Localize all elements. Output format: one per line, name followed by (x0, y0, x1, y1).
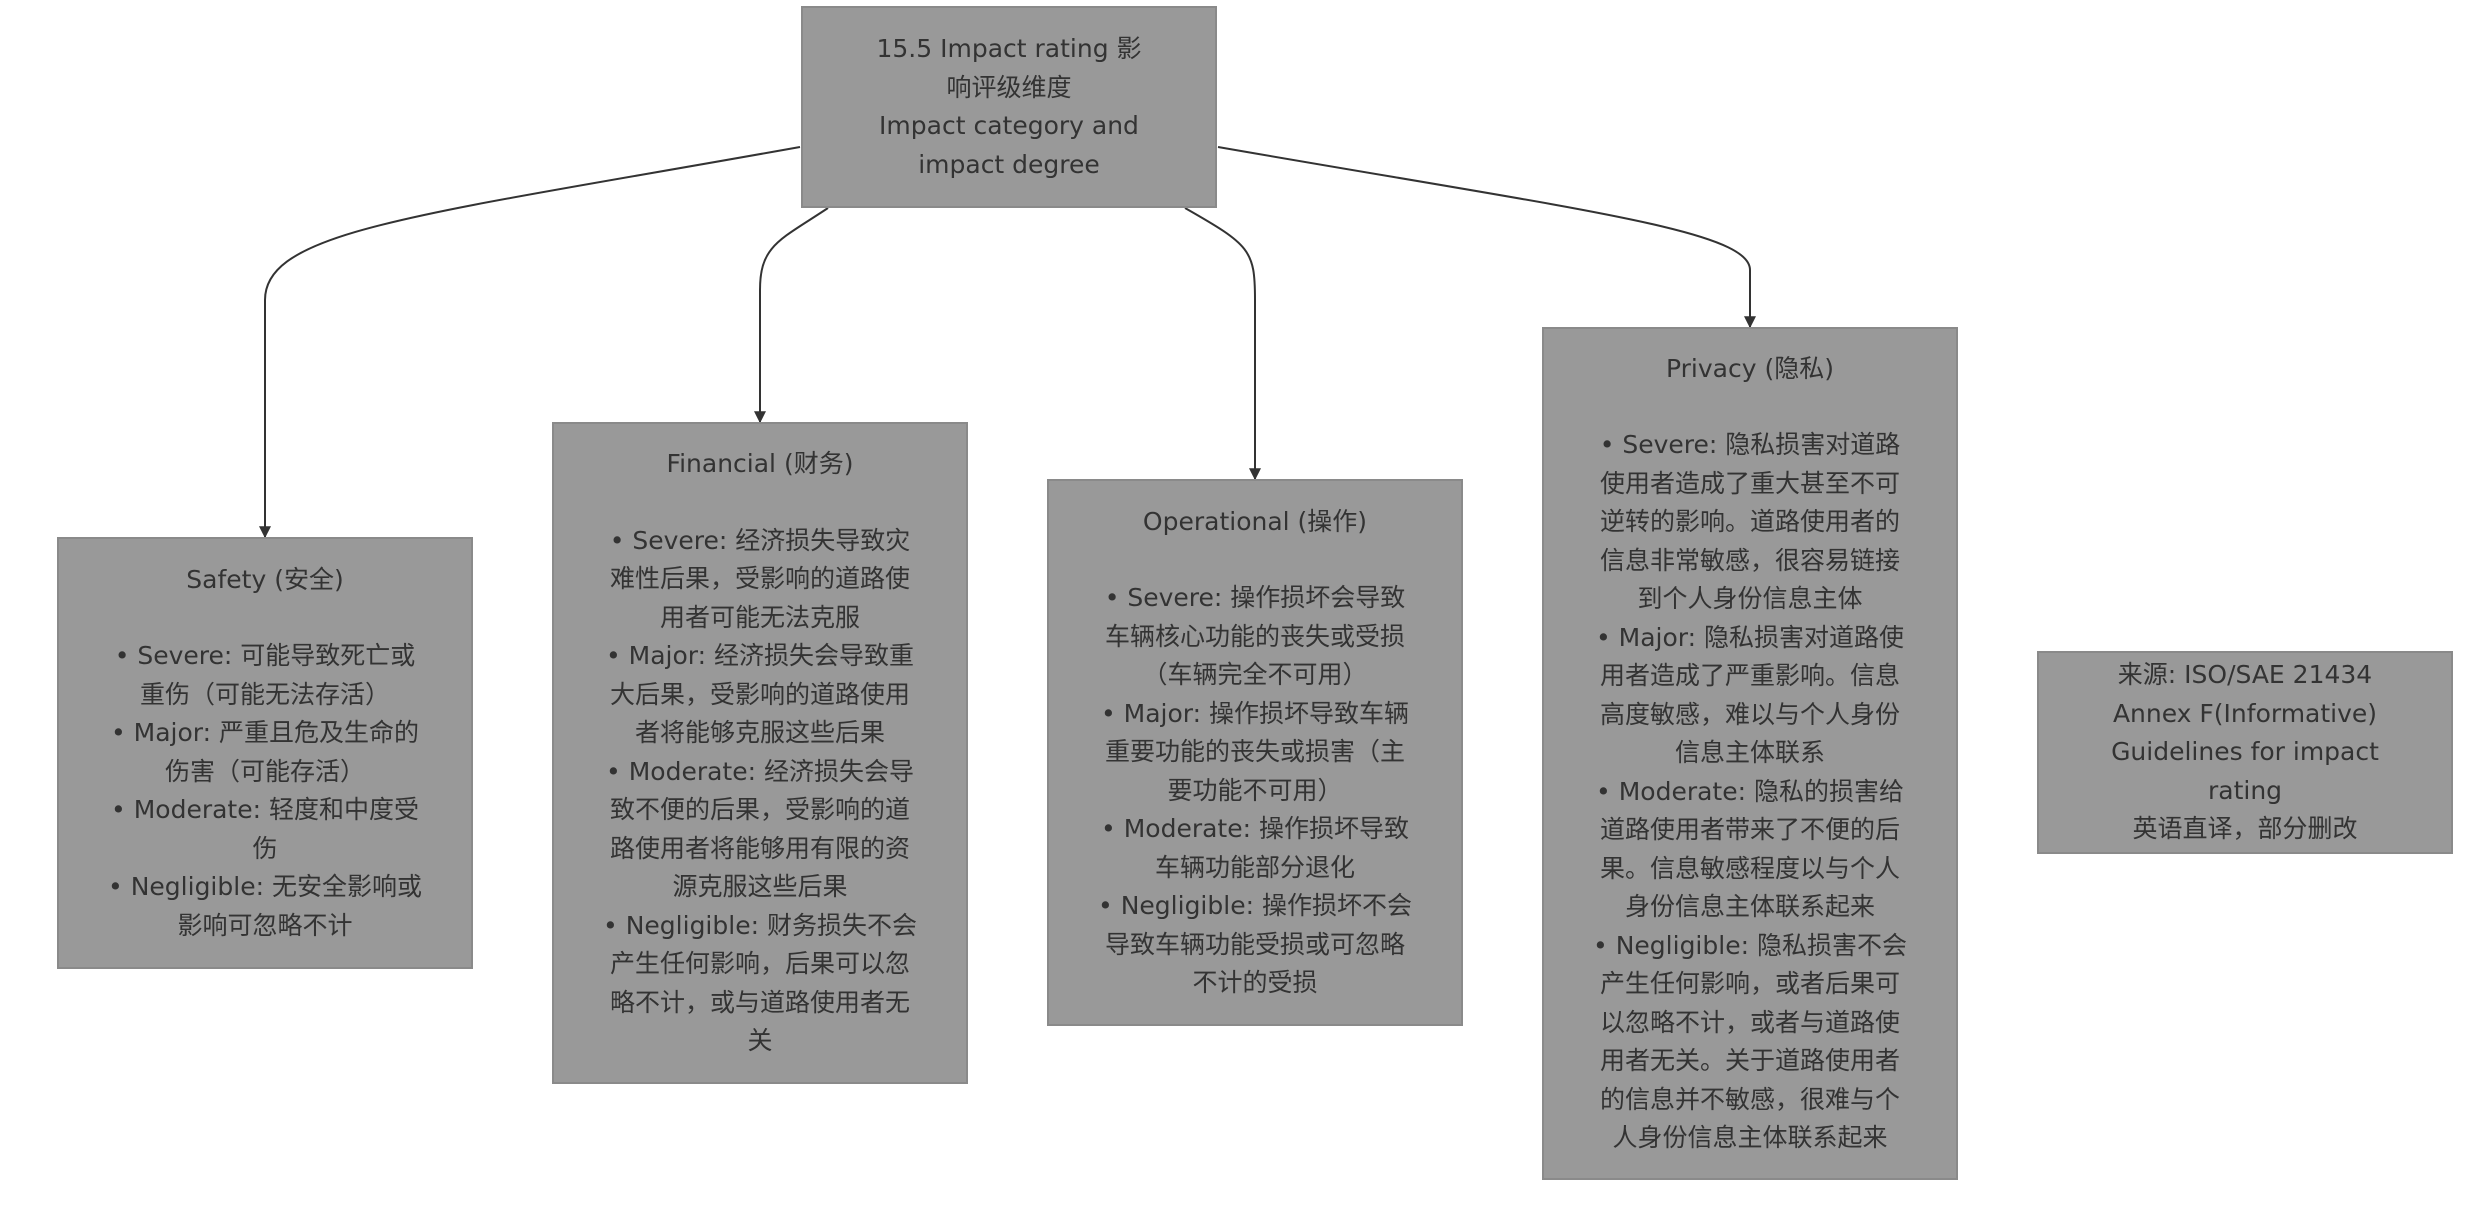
operational-item-moderate: • Moderate: 操作损坏导致车辆功能部分退化 (1101, 814, 1409, 882)
privacy-title: Privacy (隐私) (1666, 353, 1834, 383)
privacy-node: Privacy (隐私) • Severe: 隐私损害对道路使用者造成了重大甚至… (1542, 327, 1958, 1180)
privacy-item-major: • Major: 隐私损害对道路使用者造成了严重影响。信息高度敏感，难以与个人身… (1595, 622, 1905, 768)
operational-item-major: • Major: 操作损坏导致车辆重要功能的丧失或损害（主要功能不可用） (1100, 698, 1410, 805)
edge-root-to-financial (754, 207, 829, 424)
source-reference: 来源: ISO/SAE 21434 Annex F(Informative) G… (2111, 660, 2379, 805)
privacy-item-negligible: • Negligible: 隐私损害不会产生任何影响，或者后果可以忽略不计，或者… (1593, 930, 1907, 1153)
financial-node: Financial (财务) • Severe: 经济损失导致灾难性后果，受影响… (552, 422, 968, 1084)
edge-root-to-privacy (1217, 146, 1756, 329)
safety-node: Safety (安全) • Severe: 可能导致死亡或重伤（可能无法存活） … (57, 537, 473, 969)
safety-item-moderate: • Moderate: 轻度和中度受伤 (111, 795, 419, 863)
edge-root-to-safety (259, 146, 801, 539)
financial-item-negligible: • Negligible: 财务损失不会产生任何影响，后果可以忽略不计，或与道路… (603, 910, 917, 1056)
operational-item-severe: • Severe: 操作损坏会导致车辆核心功能的丧失或受损（车辆完全不可用） (1104, 583, 1406, 689)
root-title: 15.5 Impact rating 影响评级维度 (876, 34, 1142, 102)
operational-item-negligible: • Negligible: 操作损坏不会导致车辆功能受损或可忽略不计的受损 (1098, 891, 1412, 997)
safety-item-major: • Major: 严重且危及生命的伤害（可能存活） (110, 718, 420, 786)
privacy-item-severe: • Severe: 隐私损害对道路使用者造成了重大甚至不可逆转的影响。道路使用者… (1599, 430, 1901, 613)
privacy-item-moderate: • Moderate: 隐私的损害给道路使用者带来了不便的后果。信息敏感程度以与… (1596, 776, 1904, 922)
financial-item-major: • Major: 经济损失会导致重大后果，受影响的道路使用者将能够克服这些后果 (605, 641, 915, 748)
operational-title: Operational (操作) (1142, 506, 1368, 536)
financial-item-moderate: • Moderate: 经济损失会导致不便的后果，受影响的道路使用者将能够用有限… (606, 756, 914, 902)
financial-title: Financial (财务) (666, 449, 854, 479)
safety-item-negligible: • Negligible: 无安全影响或影响可忽略不计 (108, 872, 422, 940)
source-note-node: 来源: ISO/SAE 21434 Annex F(Informative) G… (2037, 651, 2453, 854)
root-subtitle: Impact category and impact degree (879, 111, 1139, 179)
safety-item-severe: • Severe: 可能导致死亡或重伤（可能无法存活） (114, 641, 416, 709)
edge-root-to-operational (1184, 207, 1261, 481)
source-translation-note: 英语直译，部分删改 (2132, 814, 2358, 844)
financial-item-severe: • Severe: 经济损失导致灾难性后果，受影响的道路使用者可能无法克服 (609, 525, 911, 632)
impact-rating-root-node: 15.5 Impact rating 影响评级维度 Impact categor… (801, 6, 1217, 208)
operational-node: Operational (操作) • Severe: 操作损坏会导致车辆核心功能… (1047, 479, 1463, 1026)
safety-title: Safety (安全) (186, 564, 344, 594)
